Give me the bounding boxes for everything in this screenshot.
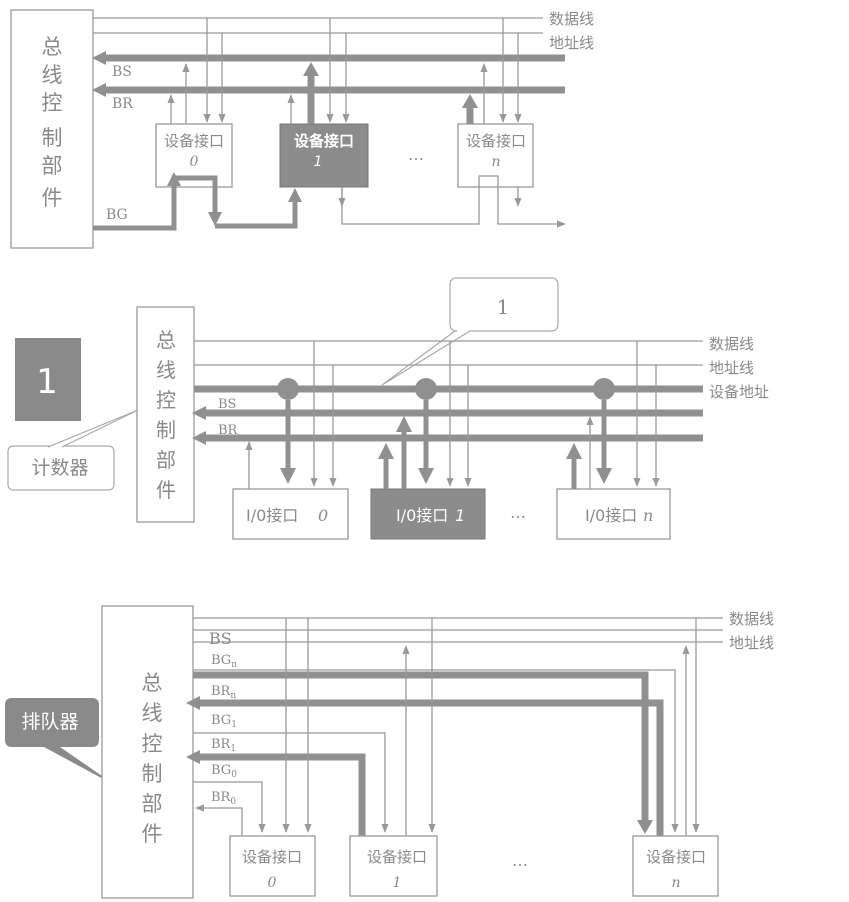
device-interface-1 (279, 123, 369, 188)
signal-labels: BGn BRn BG1 BR1 BG0 BR0 (211, 653, 237, 807)
bus-controller-label: 总 线 控 制 部 件 (42, 35, 63, 210)
br-label: BR (112, 96, 133, 112)
svg-text:制: 制 (42, 126, 63, 150)
bus-controller-label: 总 线 控 制 部 件 (156, 328, 176, 502)
svg-text:排队器: 排队器 (21, 711, 78, 733)
svg-text:件: 件 (156, 478, 176, 502)
svg-text:n: n (643, 506, 653, 525)
svg-text:1: 1 (314, 154, 323, 170)
diagram-1-daisy-chain: 总 线 控 制 部 件 数据线 地址线 BS BR 设备接口 0 设备接口 1 … (10, 9, 594, 249)
svg-text:控: 控 (142, 732, 163, 756)
bus-controller-box (101, 605, 194, 899)
bus-controller-box (136, 306, 195, 523)
data-bus-label: 数据线 (709, 335, 754, 353)
bus-controller-label: 总 线 控 制 部 件 (142, 671, 163, 846)
svg-text:部: 部 (156, 448, 176, 472)
svg-text:n: n (671, 875, 680, 891)
callout-top (381, 277, 559, 386)
svg-text:1: 1 (393, 875, 402, 891)
svg-text:部: 部 (142, 792, 163, 816)
device-interface-0 (229, 835, 316, 897)
svg-text:件: 件 (142, 822, 163, 846)
address-bus-label: 地址线 (709, 359, 754, 377)
svg-text:部: 部 (42, 154, 63, 178)
svg-text:I/0接口: I/0接口 (396, 506, 448, 525)
callout-queue (5, 698, 118, 787)
data-bus-label: 数据线 (729, 610, 774, 628)
svg-text:制: 制 (142, 762, 163, 786)
address-bus-label: 地址线 (729, 634, 774, 652)
svg-text:线: 线 (42, 63, 63, 87)
svg-text:设备接口: 设备接口 (367, 848, 427, 866)
svg-text:设备接口: 设备接口 (164, 132, 224, 150)
svg-text:BR1: BR1 (211, 737, 236, 754)
device-address-label: 设备地址 (709, 383, 769, 401)
svg-text:计数器: 计数器 (31, 457, 88, 479)
svg-text:设备接口: 设备接口 (242, 848, 302, 866)
diagram-2-counter-query: 1 1 计数器 总 线 控 制 部 件 数据线 地址线 设备地址 BS BR (7, 277, 769, 540)
svg-text:控: 控 (42, 91, 63, 115)
bus-controller-box (10, 9, 94, 249)
br-label: BR (218, 423, 239, 438)
svg-text:I/0接口: I/0接口 (246, 506, 298, 525)
io-interface-1 (370, 488, 486, 540)
svg-text:1: 1 (455, 506, 465, 525)
svg-text:线: 线 (156, 358, 176, 382)
svg-text:BG0: BG0 (211, 763, 237, 780)
bs-label: BS (112, 64, 132, 80)
svg-text:控: 控 (156, 388, 176, 412)
svg-text:0: 0 (190, 154, 199, 170)
io-interface-0 (232, 488, 349, 540)
data-bus-label: 数据线 (549, 10, 594, 28)
svg-text:设备接口: 设备接口 (294, 132, 354, 150)
badge-1 (15, 338, 81, 421)
svg-text:I/0接口: I/0接口 (585, 506, 637, 525)
device-interface-n (632, 835, 719, 897)
svg-text:线: 线 (142, 701, 163, 725)
svg-text:1: 1 (36, 362, 58, 402)
bs-label: BS (209, 629, 232, 648)
svg-text:BRn: BRn (211, 684, 236, 701)
svg-text:BR0: BR0 (211, 790, 236, 807)
bs-label: BS (218, 397, 236, 412)
svg-text:BGn: BGn (211, 653, 237, 670)
ellipsis: … (510, 503, 526, 522)
svg-text:总: 总 (42, 35, 63, 59)
svg-text:件: 件 (42, 186, 63, 210)
svg-text:设备接口: 设备接口 (646, 848, 706, 866)
address-bus-label: 地址线 (549, 34, 594, 52)
diagram-3-independent-request: 排队器 总 线 控 制 部 件 数据线 地址线 BS BGn BRn BG1 B… (5, 605, 774, 899)
ellipsis: … (512, 851, 528, 870)
svg-text:制: 制 (156, 418, 176, 442)
svg-text:设备接口: 设备接口 (466, 132, 526, 150)
svg-text:总: 总 (156, 328, 176, 352)
svg-text:总: 总 (142, 671, 163, 695)
callout-counter (7, 445, 115, 491)
device-interface-1 (349, 835, 438, 897)
svg-text:n: n (491, 154, 500, 170)
bg-label: BG (106, 207, 128, 223)
ellipsis: … (408, 145, 424, 164)
svg-text:1: 1 (497, 295, 510, 319)
svg-text:0: 0 (318, 506, 328, 525)
svg-text:BG1: BG1 (211, 713, 237, 730)
io-interface-n (556, 488, 671, 540)
svg-text:0: 0 (268, 875, 277, 891)
